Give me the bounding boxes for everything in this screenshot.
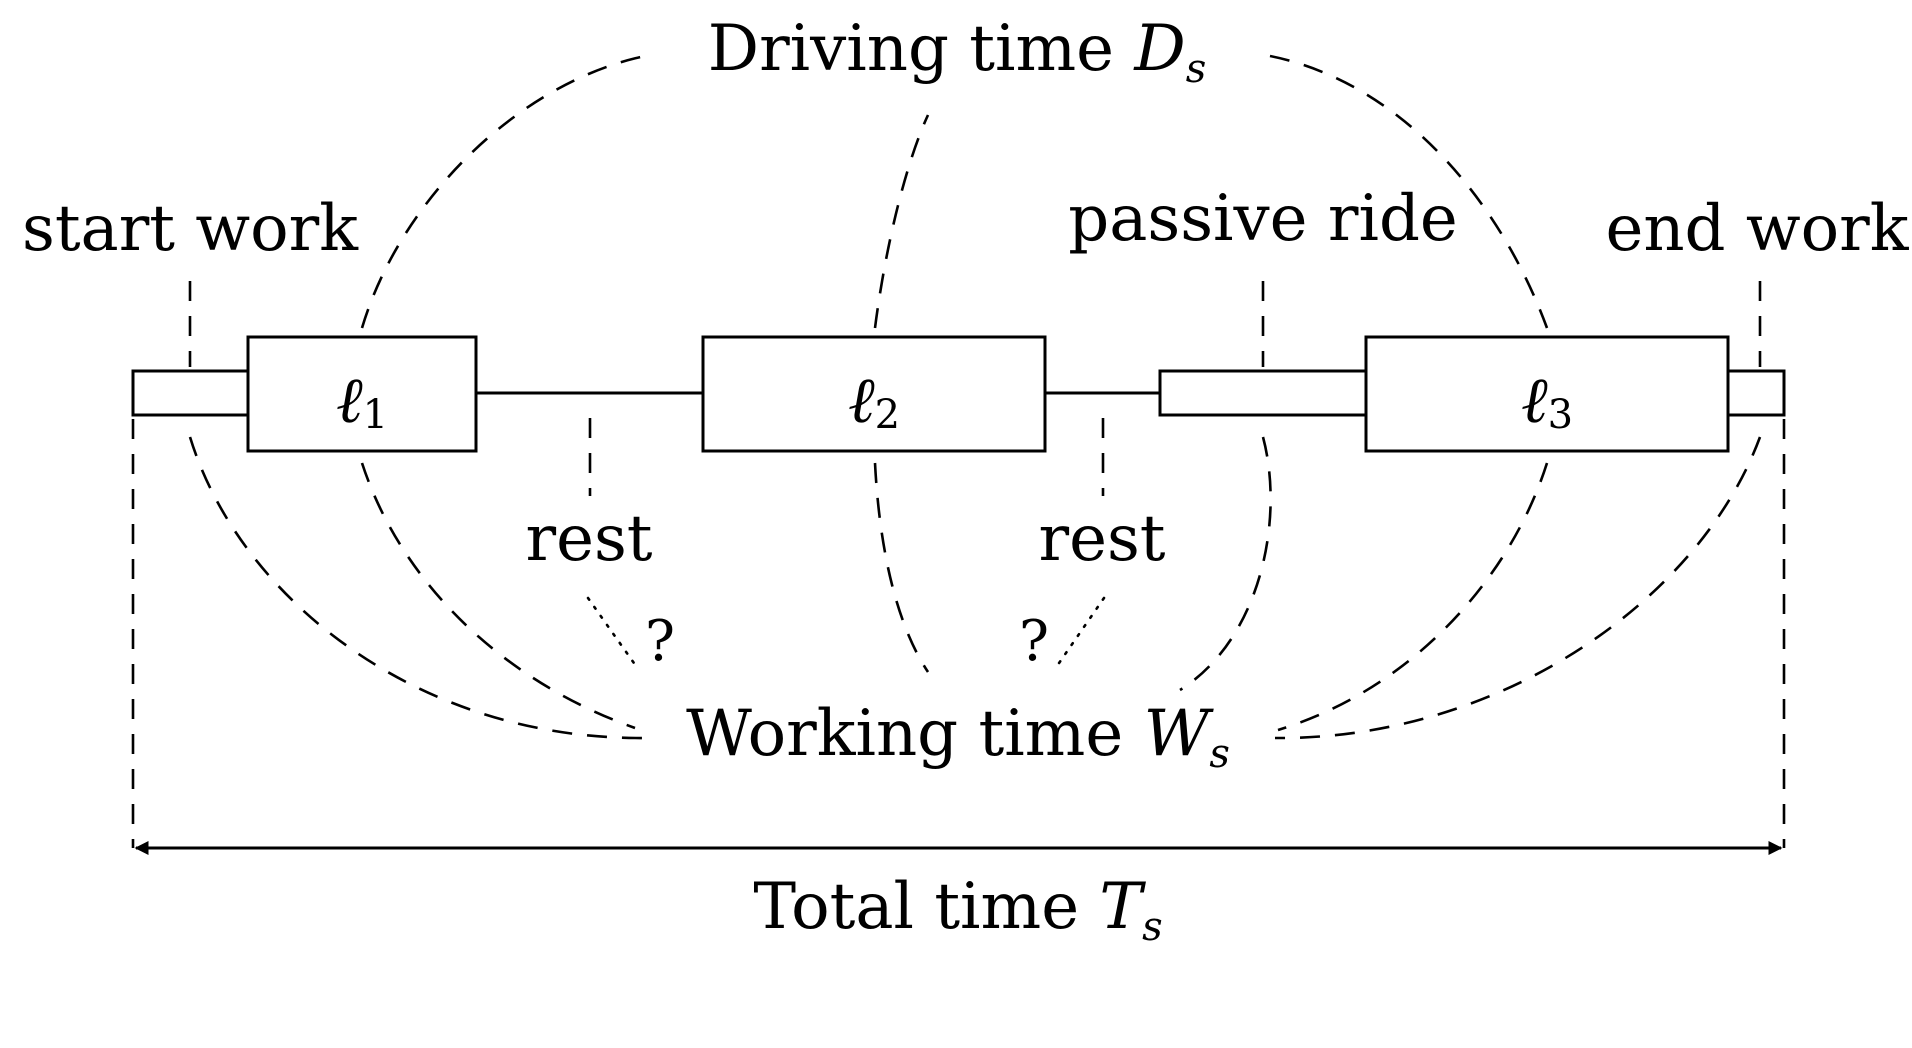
working-time-connectors [188, 436, 1762, 740]
working-curve-leg2 [873, 462, 930, 673]
leg-box-2 [701, 335, 1047, 453]
leg-label-3: ℓ3 [1521, 364, 1573, 438]
driving-curve-leg2 [873, 114, 930, 329]
leg-box-1 [246, 335, 478, 453]
passive-ride-bar [1158, 369, 1368, 417]
working-time-label: Working time Ws [686, 697, 1230, 777]
working-curve-leg3 [1277, 462, 1549, 732]
driving-time-connectors [360, 53, 1549, 329]
rest-hint-dots-2 [1055, 596, 1106, 668]
question-mark-1: ? [645, 609, 675, 674]
rest-label-2: rest [1038, 502, 1165, 576]
driving-time-label: Driving time Ds [708, 12, 1206, 92]
question-mark-2: ? [1019, 609, 1049, 674]
label-ticks [188, 281, 1762, 496]
start-work-bar [131, 369, 250, 417]
leg-box-3 [1364, 335, 1730, 453]
total-time-label: Total time Ts [753, 870, 1162, 950]
working-curve-passive [1179, 436, 1272, 692]
passive-ride-label: passive ride [1068, 182, 1458, 256]
working-curve-end [1274, 436, 1762, 740]
working-curve-leg1 [360, 462, 636, 730]
total-time-measure [131, 419, 1786, 855]
start-work-label: start work [22, 192, 359, 266]
driving-curve-leg3 [1264, 53, 1549, 329]
leg-label-2: ℓ2 [848, 364, 900, 438]
working-curve-start [188, 436, 646, 740]
leg-label-1: ℓ1 [336, 364, 388, 438]
timeline [131, 335, 1786, 453]
rest-label-1: rest [525, 502, 652, 576]
rest-hint-dots-1 [586, 596, 638, 668]
end-work-bar [1726, 369, 1786, 417]
driving-curve-leg1 [360, 53, 651, 329]
end-work-label: end work [1605, 192, 1909, 266]
